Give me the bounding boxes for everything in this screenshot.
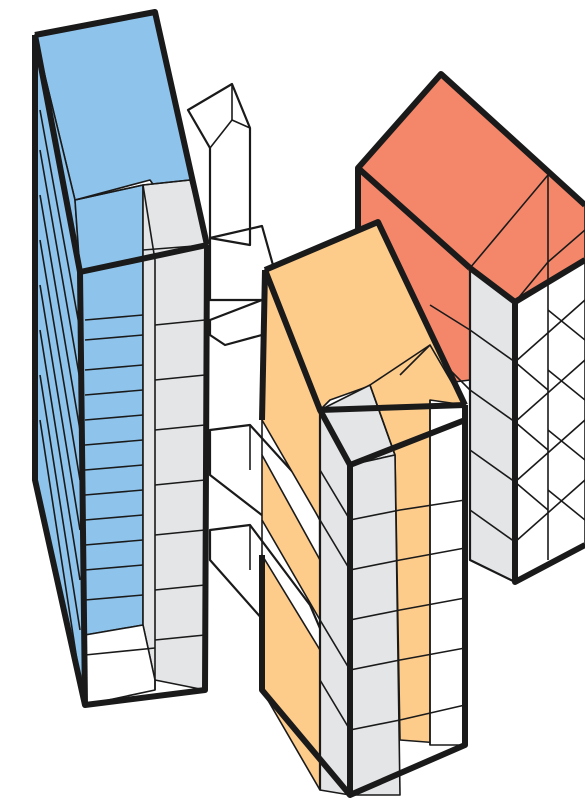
blue-tower-white-base bbox=[85, 625, 155, 705]
peach-tower-white-strip bbox=[430, 400, 465, 745]
peach-tower-gray-strip bbox=[350, 455, 400, 795]
orange-tower-gray-face bbox=[470, 268, 515, 582]
blue-tower bbox=[35, 12, 207, 705]
